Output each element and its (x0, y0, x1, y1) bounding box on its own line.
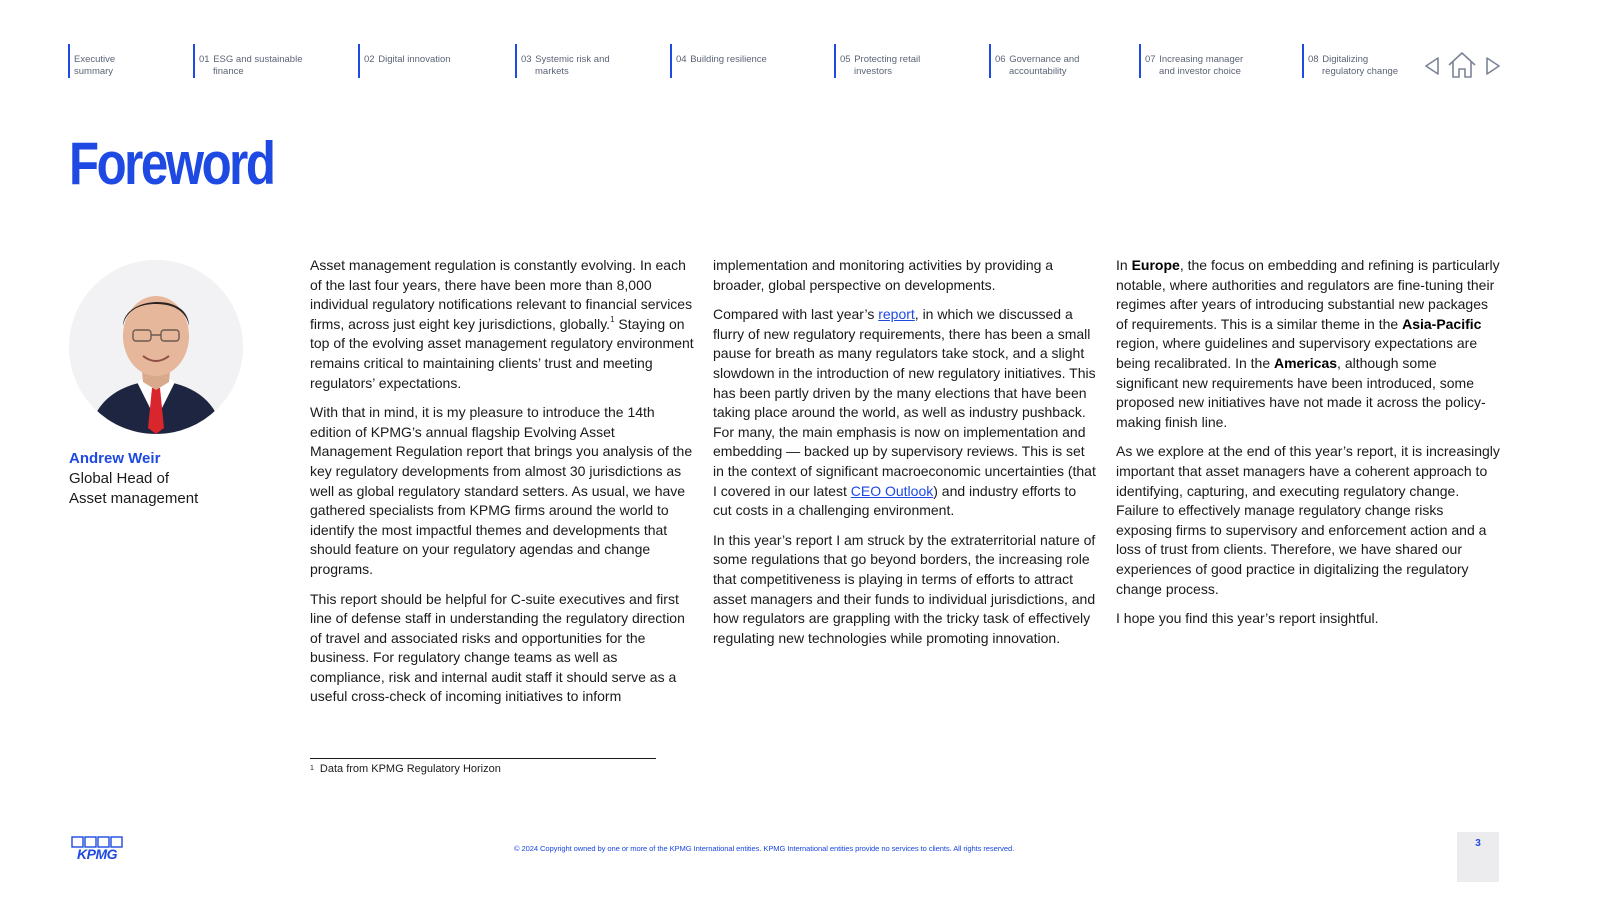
nav-item-building-resilience[interactable]: 04 Building resilience (670, 44, 767, 78)
paragraph: Compared with last year’s report, in whi… (713, 305, 1097, 521)
page-number: 3 (1475, 838, 1481, 849)
report-link[interactable]: report (878, 306, 915, 323)
author-portrait (69, 260, 243, 434)
home-icon[interactable] (1447, 51, 1477, 79)
nav-item-protecting-retail[interactable]: 05 Protecting retail investors (834, 44, 920, 78)
nav-item-label: Digital innovation (378, 54, 451, 65)
nav-item-number: 03 (521, 54, 532, 65)
previous-arrow-icon[interactable] (1424, 57, 1440, 75)
nav-item-label: investors (854, 66, 893, 77)
paragraph: This report should be helpful for C-suit… (310, 590, 685, 705)
nav-item-label: markets (535, 66, 569, 77)
ceo-outlook-link[interactable]: CEO Outlook (850, 482, 934, 499)
footnote: 1 Data from KPMG Regulatory Horizon (310, 762, 501, 776)
author-role: Global Head of (69, 470, 170, 487)
body-column-2: implementation and monitoring activities… (713, 256, 1097, 658)
footnote-divider (310, 758, 656, 759)
nav-item-label: and investor choice (1159, 66, 1241, 77)
nav-item-manager-choice[interactable]: 07 Increasing manager and investor choic… (1139, 44, 1243, 78)
paragraph-text: Staying on top of the evolving asset man… (310, 315, 694, 391)
author-role: Asset management (69, 490, 199, 507)
nav-item-number: 04 (676, 54, 687, 65)
footnote-reference: 1 (610, 314, 615, 324)
nav-item-esg[interactable]: 01 ESG and sustainable finance (193, 44, 302, 78)
nav-item-number: 06 (995, 54, 1006, 65)
paragraph-text: region, where guidelines and supervisory… (1116, 335, 1478, 371)
nav-item-governance[interactable]: 06 Governance and accountability (989, 44, 1079, 78)
nav-item-label: regulatory change (1322, 66, 1399, 77)
paragraph-text: Asset management regulation is constantl… (310, 257, 693, 332)
nav-item-digitalizing[interactable]: 08 Digitalizing regulatory change (1302, 44, 1398, 78)
nav-item-label: Digitalizing (1322, 54, 1369, 65)
copyright-notice: © 2024 Copyright owned by one or more of… (514, 844, 1015, 853)
nav-item-label: Protecting retail (854, 54, 921, 65)
nav-item-number: 01 (199, 54, 210, 65)
logo-text: KPMG (77, 846, 118, 860)
paragraph: As we explore at the end of this year’s … (1116, 443, 1500, 597)
nav-item-label: Executive (74, 54, 116, 65)
author-block: Andrew Weir Global Head of Asset managem… (69, 449, 198, 509)
nav-item-executive-summary[interactable]: Executive summary (68, 44, 115, 78)
nav-item-label: ESG and sustainable (213, 54, 303, 65)
kpmg-logo: KPMG (69, 836, 125, 862)
paragraph: With that in mind, it is my pleasure to … (310, 404, 693, 577)
nav-item-number: 05 (840, 54, 851, 65)
nav-item-number: 07 (1145, 54, 1156, 65)
paragraph-text: ) and industry efforts to cut costs in a… (713, 482, 1077, 519)
nav-item-label: Governance and (1009, 54, 1080, 65)
paragraph-text: , the focus on embedding and refining is… (1116, 257, 1500, 332)
body-column-3: In Europe, the focus on embedding and re… (1116, 256, 1500, 639)
region-asia-pacific: Asia-Pacific (1402, 315, 1482, 332)
nav-item-number: 02 (364, 54, 375, 65)
paragraph: Asset management regulation is constantl… (310, 256, 694, 393)
nav-item-label: Building resilience (690, 54, 767, 65)
paragraph: I hope you find this year’s report insig… (1116, 610, 1379, 627)
region-americas: Americas (1274, 354, 1338, 371)
paragraph-text: , although some significant new requirem… (1116, 354, 1486, 430)
nav-item-label: finance (213, 66, 244, 77)
author-name: Andrew Weir (69, 450, 161, 467)
region-europe: Europe (1131, 257, 1180, 273)
next-arrow-icon[interactable] (1485, 57, 1501, 75)
paragraph-text: In (1116, 257, 1132, 273)
nav-item-label: Increasing manager (1159, 54, 1244, 65)
footnote-mark: 1 (310, 765, 314, 772)
nav-item-number: 08 (1308, 54, 1319, 65)
page-number-tab: 3 (1457, 832, 1499, 882)
paragraph-text: , in which we discussed a flurry of new … (713, 306, 1096, 499)
nav-item-label: summary (74, 66, 114, 77)
paragraph-text: Compared with last year’s (713, 306, 879, 323)
section-nav: Executive summary 01 ESG and sustainable… (0, 44, 1600, 78)
nav-item-label: accountability (1009, 66, 1067, 77)
page-title: Foreword (69, 130, 276, 197)
paragraph: In this year’s report I am struck by the… (713, 531, 1096, 646)
footnote-text: Data from KPMG Regulatory Horizon (319, 763, 501, 775)
nav-item-digital-innovation[interactable]: 02 Digital innovation (358, 44, 451, 78)
paragraph: implementation and monitoring activities… (713, 257, 1054, 293)
body-column-1: Asset management regulation is constantl… (310, 256, 694, 717)
nav-item-label: Systemic risk and (535, 54, 610, 65)
paragraph: In Europe, the focus on embedding and re… (1116, 256, 1500, 432)
nav-item-systemic-risk[interactable]: 03 Systemic risk and markets (515, 44, 610, 78)
